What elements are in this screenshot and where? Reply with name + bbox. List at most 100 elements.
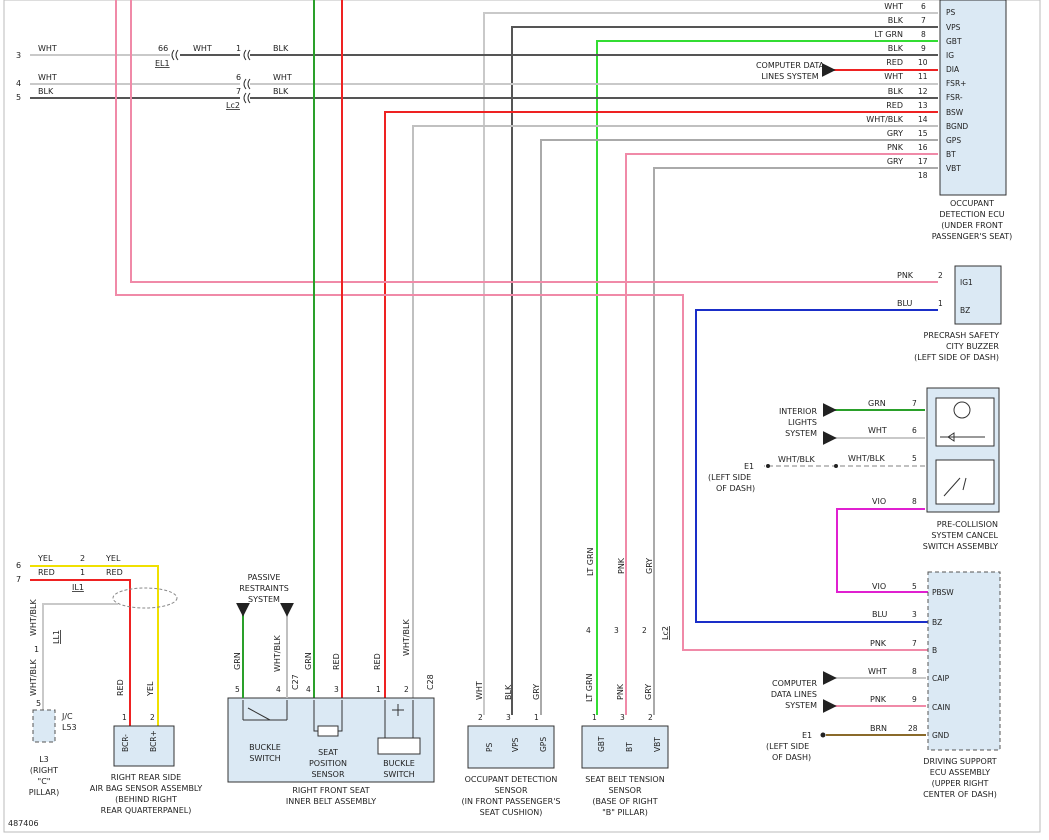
svg-text:GPS: GPS (946, 136, 961, 145)
svg-text:BLU: BLU (897, 299, 913, 308)
svg-text:PNK: PNK (616, 683, 625, 700)
svg-text:7: 7 (16, 575, 21, 584)
svg-text:GRN: GRN (233, 652, 242, 670)
svg-text:7: 7 (236, 87, 241, 96)
svg-text:BCR-: BCR- (121, 734, 130, 752)
svg-text:BLK: BLK (273, 87, 289, 96)
svg-text:(BEHIND RIGHT: (BEHIND RIGHT (115, 795, 177, 804)
svg-text:COMPUTER: COMPUTER (772, 679, 817, 688)
airbag-sensor-box (113, 725, 175, 767)
svg-text:BLK: BLK (888, 44, 904, 53)
svg-text:3: 3 (334, 685, 339, 694)
ground-e1-top: E1 (LEFT SIDE OF DASH) WHT/BLK (708, 455, 838, 493)
svg-text:OF DASH): OF DASH) (772, 753, 811, 762)
svg-text:WHT: WHT (273, 73, 292, 82)
buzzer-box (954, 265, 1002, 325)
svg-text:SENSOR: SENSOR (494, 786, 527, 795)
wire-bt-pnk (625, 153, 938, 715)
svg-text:SWITCH: SWITCH (383, 770, 414, 779)
svg-text:BLK: BLK (888, 16, 904, 25)
svg-text:WHT/BLK: WHT/BLK (402, 619, 411, 656)
svg-text:66: 66 (158, 44, 168, 53)
svg-text:L3: L3 (39, 755, 49, 764)
interior-lights-label: INTERIOR LIGHTS SYSTEM (779, 407, 818, 438)
svg-text:16: 16 (918, 143, 928, 152)
svg-text:4: 4 (16, 79, 21, 88)
svg-text:(UPPER RIGHT: (UPPER RIGHT (932, 779, 989, 788)
occupant-sensor-box (467, 725, 555, 769)
svg-text:(UNDER FRONT: (UNDER FRONT (941, 221, 1003, 230)
svg-text:RIGHT FRONT SEAT: RIGHT FRONT SEAT (292, 786, 369, 795)
svg-text:8: 8 (912, 667, 917, 676)
svg-text:17: 17 (918, 157, 928, 166)
svg-text:6: 6 (912, 426, 917, 435)
svg-text:2: 2 (80, 554, 85, 563)
svg-text:2: 2 (642, 626, 647, 635)
svg-text:5: 5 (16, 93, 21, 102)
svg-text:PRE-COLLISION: PRE-COLLISION (937, 520, 998, 529)
svg-text:9: 9 (912, 695, 917, 704)
svg-text:5: 5 (235, 685, 240, 694)
svg-text:PRECRASH SAFETY: PRECRASH SAFETY (924, 331, 1000, 340)
svg-text:5: 5 (912, 582, 917, 591)
svg-text:2: 2 (648, 713, 653, 722)
svg-text:1: 1 (34, 645, 39, 654)
svg-text:14: 14 (918, 115, 928, 124)
svg-text:DIA: DIA (946, 65, 960, 74)
svg-text:PNK: PNK (897, 271, 914, 280)
computer-data-top: COMPUTER DATA LINES SYSTEM (756, 61, 825, 81)
svg-text:"C": "C" (38, 777, 51, 786)
svg-text:8: 8 (921, 30, 926, 39)
svg-text:(LEFT SIDE OF DASH): (LEFT SIDE OF DASH) (914, 353, 999, 362)
svg-text:8: 8 (912, 497, 917, 506)
svg-text:E1: E1 (744, 462, 754, 471)
svg-text:PNK: PNK (887, 143, 904, 152)
svg-text:RED: RED (106, 568, 123, 577)
svg-text:5: 5 (912, 454, 917, 463)
svg-text:WHT: WHT (868, 426, 887, 435)
ground-e1-bottom: E1 (LEFT SIDE OF DASH) (766, 731, 826, 762)
svg-text:13: 13 (918, 101, 928, 110)
svg-text:RED: RED (886, 58, 903, 67)
svg-text:BLK: BLK (38, 87, 54, 96)
svg-text:ECU ASSEMBLY: ECU ASSEMBLY (930, 768, 991, 777)
driving-ecu-box (927, 571, 1001, 751)
svg-text:7: 7 (921, 16, 926, 25)
svg-text:SENSOR: SENSOR (311, 770, 344, 779)
buzzer-caption: PRECRASH SAFETY CITY BUZZER (LEFT SIDE O… (914, 331, 999, 362)
svg-text:BLK: BLK (888, 87, 904, 96)
svg-text:(IN FRONT PASSENGER'S: (IN FRONT PASSENGER'S (462, 797, 561, 806)
svg-text:GND: GND (932, 731, 949, 740)
svg-text:RED: RED (332, 653, 341, 670)
diagram-frame (3, 0, 1041, 833)
wire-cancel-vio (836, 508, 928, 593)
wire-ps-wht (483, 12, 938, 715)
svg-text:"B" PILLAR): "B" PILLAR) (602, 808, 648, 817)
svg-text:1: 1 (938, 299, 943, 308)
svg-text:WHT/BLK: WHT/BLK (273, 635, 282, 672)
svg-text:SYSTEM: SYSTEM (785, 429, 817, 438)
svg-text:YEL: YEL (146, 681, 155, 697)
svg-text:SENSOR: SENSOR (608, 786, 641, 795)
svg-text:RESTRAINTS: RESTRAINTS (239, 584, 289, 593)
seat-belt-caption: RIGHT FRONT SEAT INNER BELT ASSEMBLY (286, 786, 376, 806)
svg-text:CENTER OF DASH): CENTER OF DASH) (923, 790, 997, 799)
svg-text:VPS: VPS (511, 737, 520, 752)
svg-text:SYSTEM CANCEL: SYSTEM CANCEL (931, 531, 998, 540)
svg-text:BZ: BZ (960, 306, 970, 315)
svg-text:Lc2: Lc2 (661, 626, 670, 640)
svg-text:7: 7 (912, 639, 917, 648)
svg-text:6: 6 (16, 561, 21, 570)
svg-text:BZ: BZ (932, 618, 942, 627)
svg-text:(LEFT SIDE: (LEFT SIDE (708, 473, 751, 482)
svg-text:WHT/BLK: WHT/BLK (778, 455, 815, 464)
svg-text:SEAT BELT TENSION: SEAT BELT TENSION (585, 775, 664, 784)
svg-text:GRY: GRY (887, 129, 903, 138)
